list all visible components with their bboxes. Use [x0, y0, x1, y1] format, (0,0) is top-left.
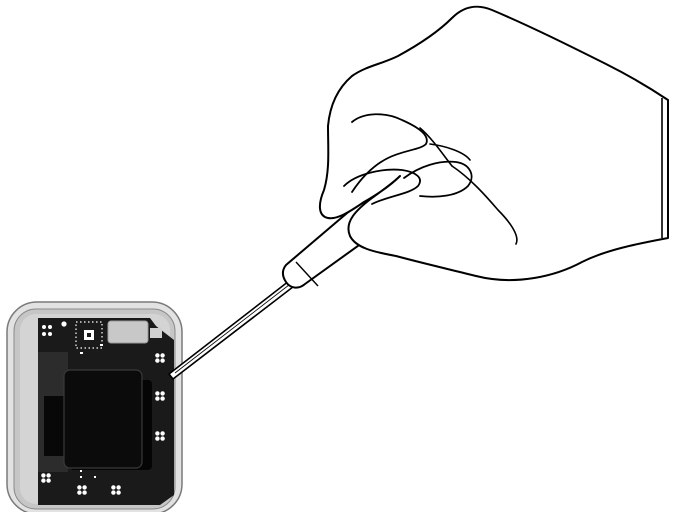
- thumb: [403, 160, 473, 198]
- screw-lobe: [160, 353, 165, 358]
- dotted-chip: [75, 321, 103, 349]
- screw-lobe: [82, 490, 87, 495]
- screw-lobe: [41, 478, 46, 483]
- screw-lobe: [77, 490, 82, 495]
- board-dot: [42, 332, 46, 336]
- middle-finger: [343, 168, 421, 205]
- screw-lobe: [111, 485, 116, 490]
- board-component: [80, 470, 82, 472]
- screw-icon: [155, 391, 165, 401]
- screw-lobe: [155, 396, 160, 401]
- hand-icon: [318, 5, 669, 282]
- screw-lobe: [160, 391, 165, 396]
- ring-finger: [419, 127, 471, 167]
- board-dot: [48, 325, 52, 329]
- screw-lobe: [160, 358, 165, 363]
- screw-lobe: [77, 485, 82, 490]
- screw-icon: [155, 353, 165, 363]
- board-component: [80, 476, 82, 478]
- board-component: [94, 476, 96, 478]
- screw-icon: [77, 485, 87, 495]
- index-finger: [351, 113, 428, 193]
- screw-lobe: [111, 490, 116, 495]
- screw-icon: [41, 473, 51, 483]
- screw-lobe: [160, 436, 165, 441]
- screw-lobe: [155, 358, 160, 363]
- board-component: [150, 328, 162, 338]
- board-dot: [48, 332, 52, 336]
- board-dot: [61, 321, 67, 327]
- screw-lobe: [160, 431, 165, 436]
- chip-core-inner: [87, 333, 91, 337]
- board-component: [80, 352, 83, 354]
- screw-lobe: [46, 473, 51, 478]
- screw-lobe: [155, 431, 160, 436]
- screw-lobe: [155, 436, 160, 441]
- screw-icon: [111, 485, 121, 495]
- screw-icon: [155, 431, 165, 441]
- screw-lobe: [155, 391, 160, 396]
- board-component: [100, 344, 103, 346]
- screwdriver-ridge: [295, 261, 319, 287]
- screw-lobe: [41, 473, 46, 478]
- screw-lobe: [116, 490, 121, 495]
- screw-lobe: [116, 485, 121, 490]
- screw-lobe: [160, 396, 165, 401]
- board-dot: [42, 325, 46, 329]
- screw-lobe: [46, 478, 51, 483]
- screw-lobe: [82, 485, 87, 490]
- screw-lobe: [155, 353, 160, 358]
- shield-plate: [63, 369, 152, 470]
- metal-plate: [107, 320, 149, 344]
- screwdriver-shaft-highlight: [174, 277, 299, 374]
- hand-outline: [318, 5, 669, 282]
- screw-group: [41, 353, 165, 495]
- shield-front: [63, 369, 143, 469]
- palm-crease: [451, 165, 518, 245]
